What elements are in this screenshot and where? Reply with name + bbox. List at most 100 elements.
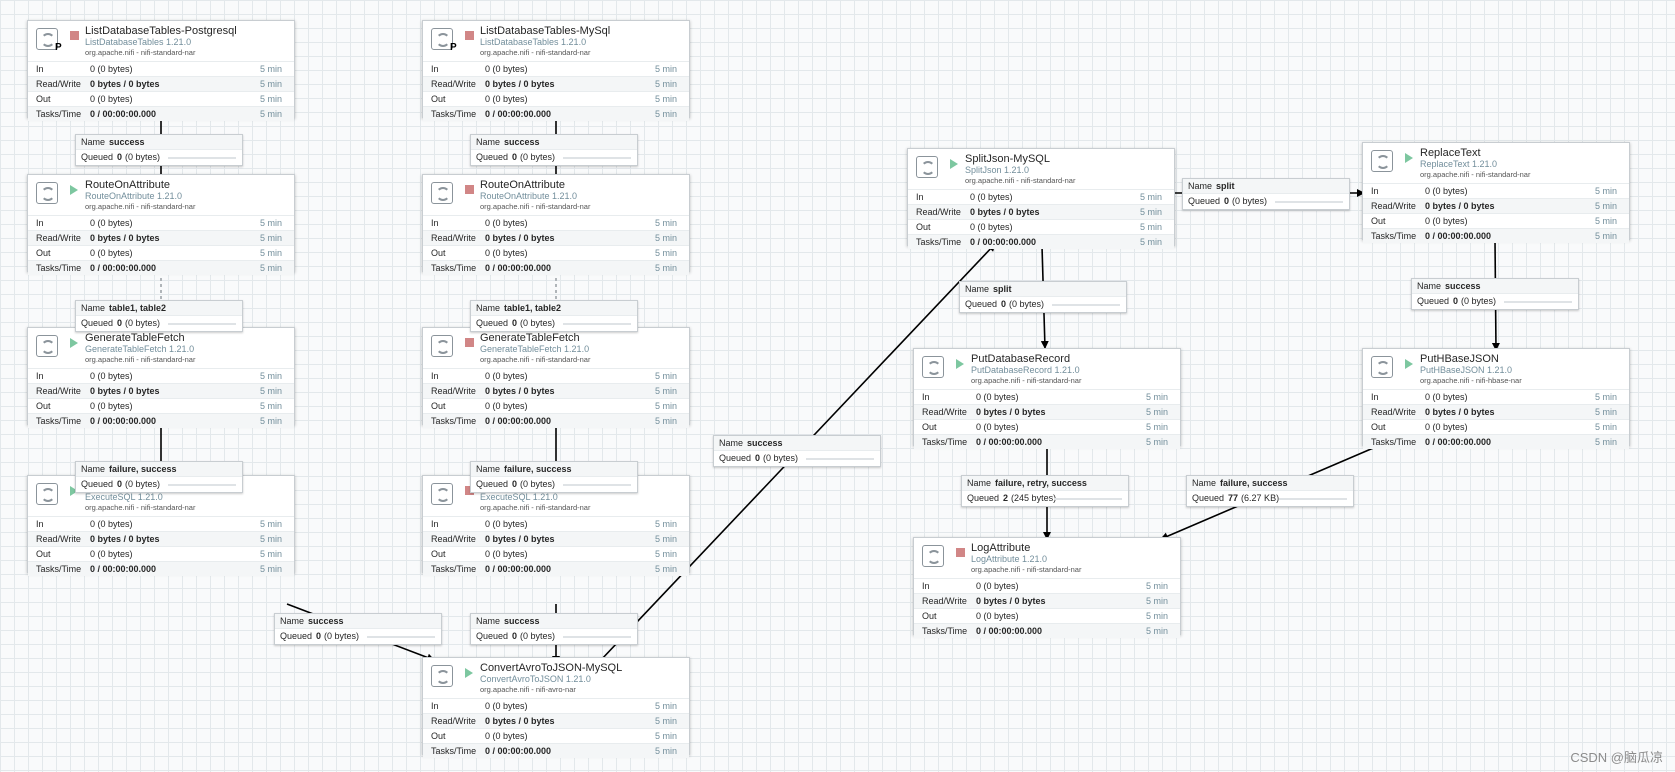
processor-name: SplitJson-MySQL	[965, 153, 1050, 165]
queued-size: (245 bytes)	[1011, 493, 1057, 503]
stat-value-text: 0 / 00:00:00.000	[976, 437, 1043, 447]
queued-size: (0 bytes)	[125, 152, 161, 162]
stat-value: 0 / 00:00:00.000	[485, 414, 551, 428]
stat-value-text: 0 (0 bytes)	[485, 731, 528, 741]
queued-size: (0 bytes)	[1232, 196, 1268, 206]
running-status-icon	[956, 359, 964, 369]
stat-window: 5 min	[654, 248, 677, 258]
stat-value-text: 0 (0 bytes)	[90, 64, 133, 74]
connection-name-label: Name	[965, 284, 990, 294]
connection-name: success	[504, 137, 540, 147]
connection-queued-label: Queued	[81, 318, 114, 328]
stat-label: Tasks/Time	[922, 437, 968, 447]
stat-value-text: 0 (0 bytes)	[485, 401, 528, 411]
connection-queued-label: Queued	[81, 479, 114, 489]
stopped-status-icon	[956, 548, 965, 557]
processor-icon	[1371, 356, 1393, 378]
stat-label: In	[922, 392, 930, 402]
stat-value-text: 0 / 00:00:00.000	[485, 564, 552, 574]
stat-label: Read/Write	[1371, 201, 1416, 211]
queue-bar	[168, 484, 236, 486]
stat-value: 0 (0 bytes)	[976, 420, 1019, 434]
stat-window: 5 min	[654, 64, 677, 74]
stat-value: 0 (0 bytes)	[90, 547, 133, 561]
stat-window: 5 min	[1594, 422, 1617, 432]
processor-icon	[431, 182, 453, 204]
stat-value-text: 0 bytes / 0 bytes	[976, 596, 1046, 606]
queued-count: 2	[1003, 493, 1009, 503]
stat-window: 5 min	[1145, 611, 1168, 621]
running-status-icon	[70, 338, 78, 348]
stat-label: Out	[1371, 422, 1386, 432]
stat-value: 0 (0 bytes)	[485, 699, 528, 713]
stat-label: Read/Write	[36, 386, 81, 396]
stat-label: Read/Write	[431, 79, 476, 89]
stat-label: Read/Write	[922, 596, 967, 606]
connection-name: split	[1216, 181, 1235, 191]
processor-bundle: org.apache.nifi - nifi-avro-nar	[480, 685, 576, 694]
queued-count: 0	[316, 631, 322, 641]
stat-window: 5 min	[1594, 407, 1617, 417]
stat-value: 0 bytes / 0 bytes	[485, 714, 555, 728]
stat-label: In	[916, 192, 924, 202]
stat-window: 5 min	[654, 701, 677, 711]
queue-bar	[1052, 304, 1120, 306]
queued-count: 0	[117, 152, 123, 162]
processor-bundle: org.apache.nifi - nifi-standard-nar	[971, 565, 1082, 574]
stat-label: Read/Write	[431, 386, 476, 396]
stat-value: 0 (0 bytes)	[485, 92, 528, 106]
processor-p_exec_my[interactable]: ExecuteSQLExecuteSQL 1.21.0org.apache.ni…	[422, 475, 690, 576]
stat-label: Out	[922, 422, 937, 432]
stat-label: Read/Write	[431, 716, 476, 726]
stat-label: In	[1371, 392, 1379, 402]
connection-name: success	[109, 137, 145, 147]
queued-size: (0 bytes)	[520, 631, 556, 641]
stat-value-text: 0 / 00:00:00.000	[1425, 437, 1492, 447]
